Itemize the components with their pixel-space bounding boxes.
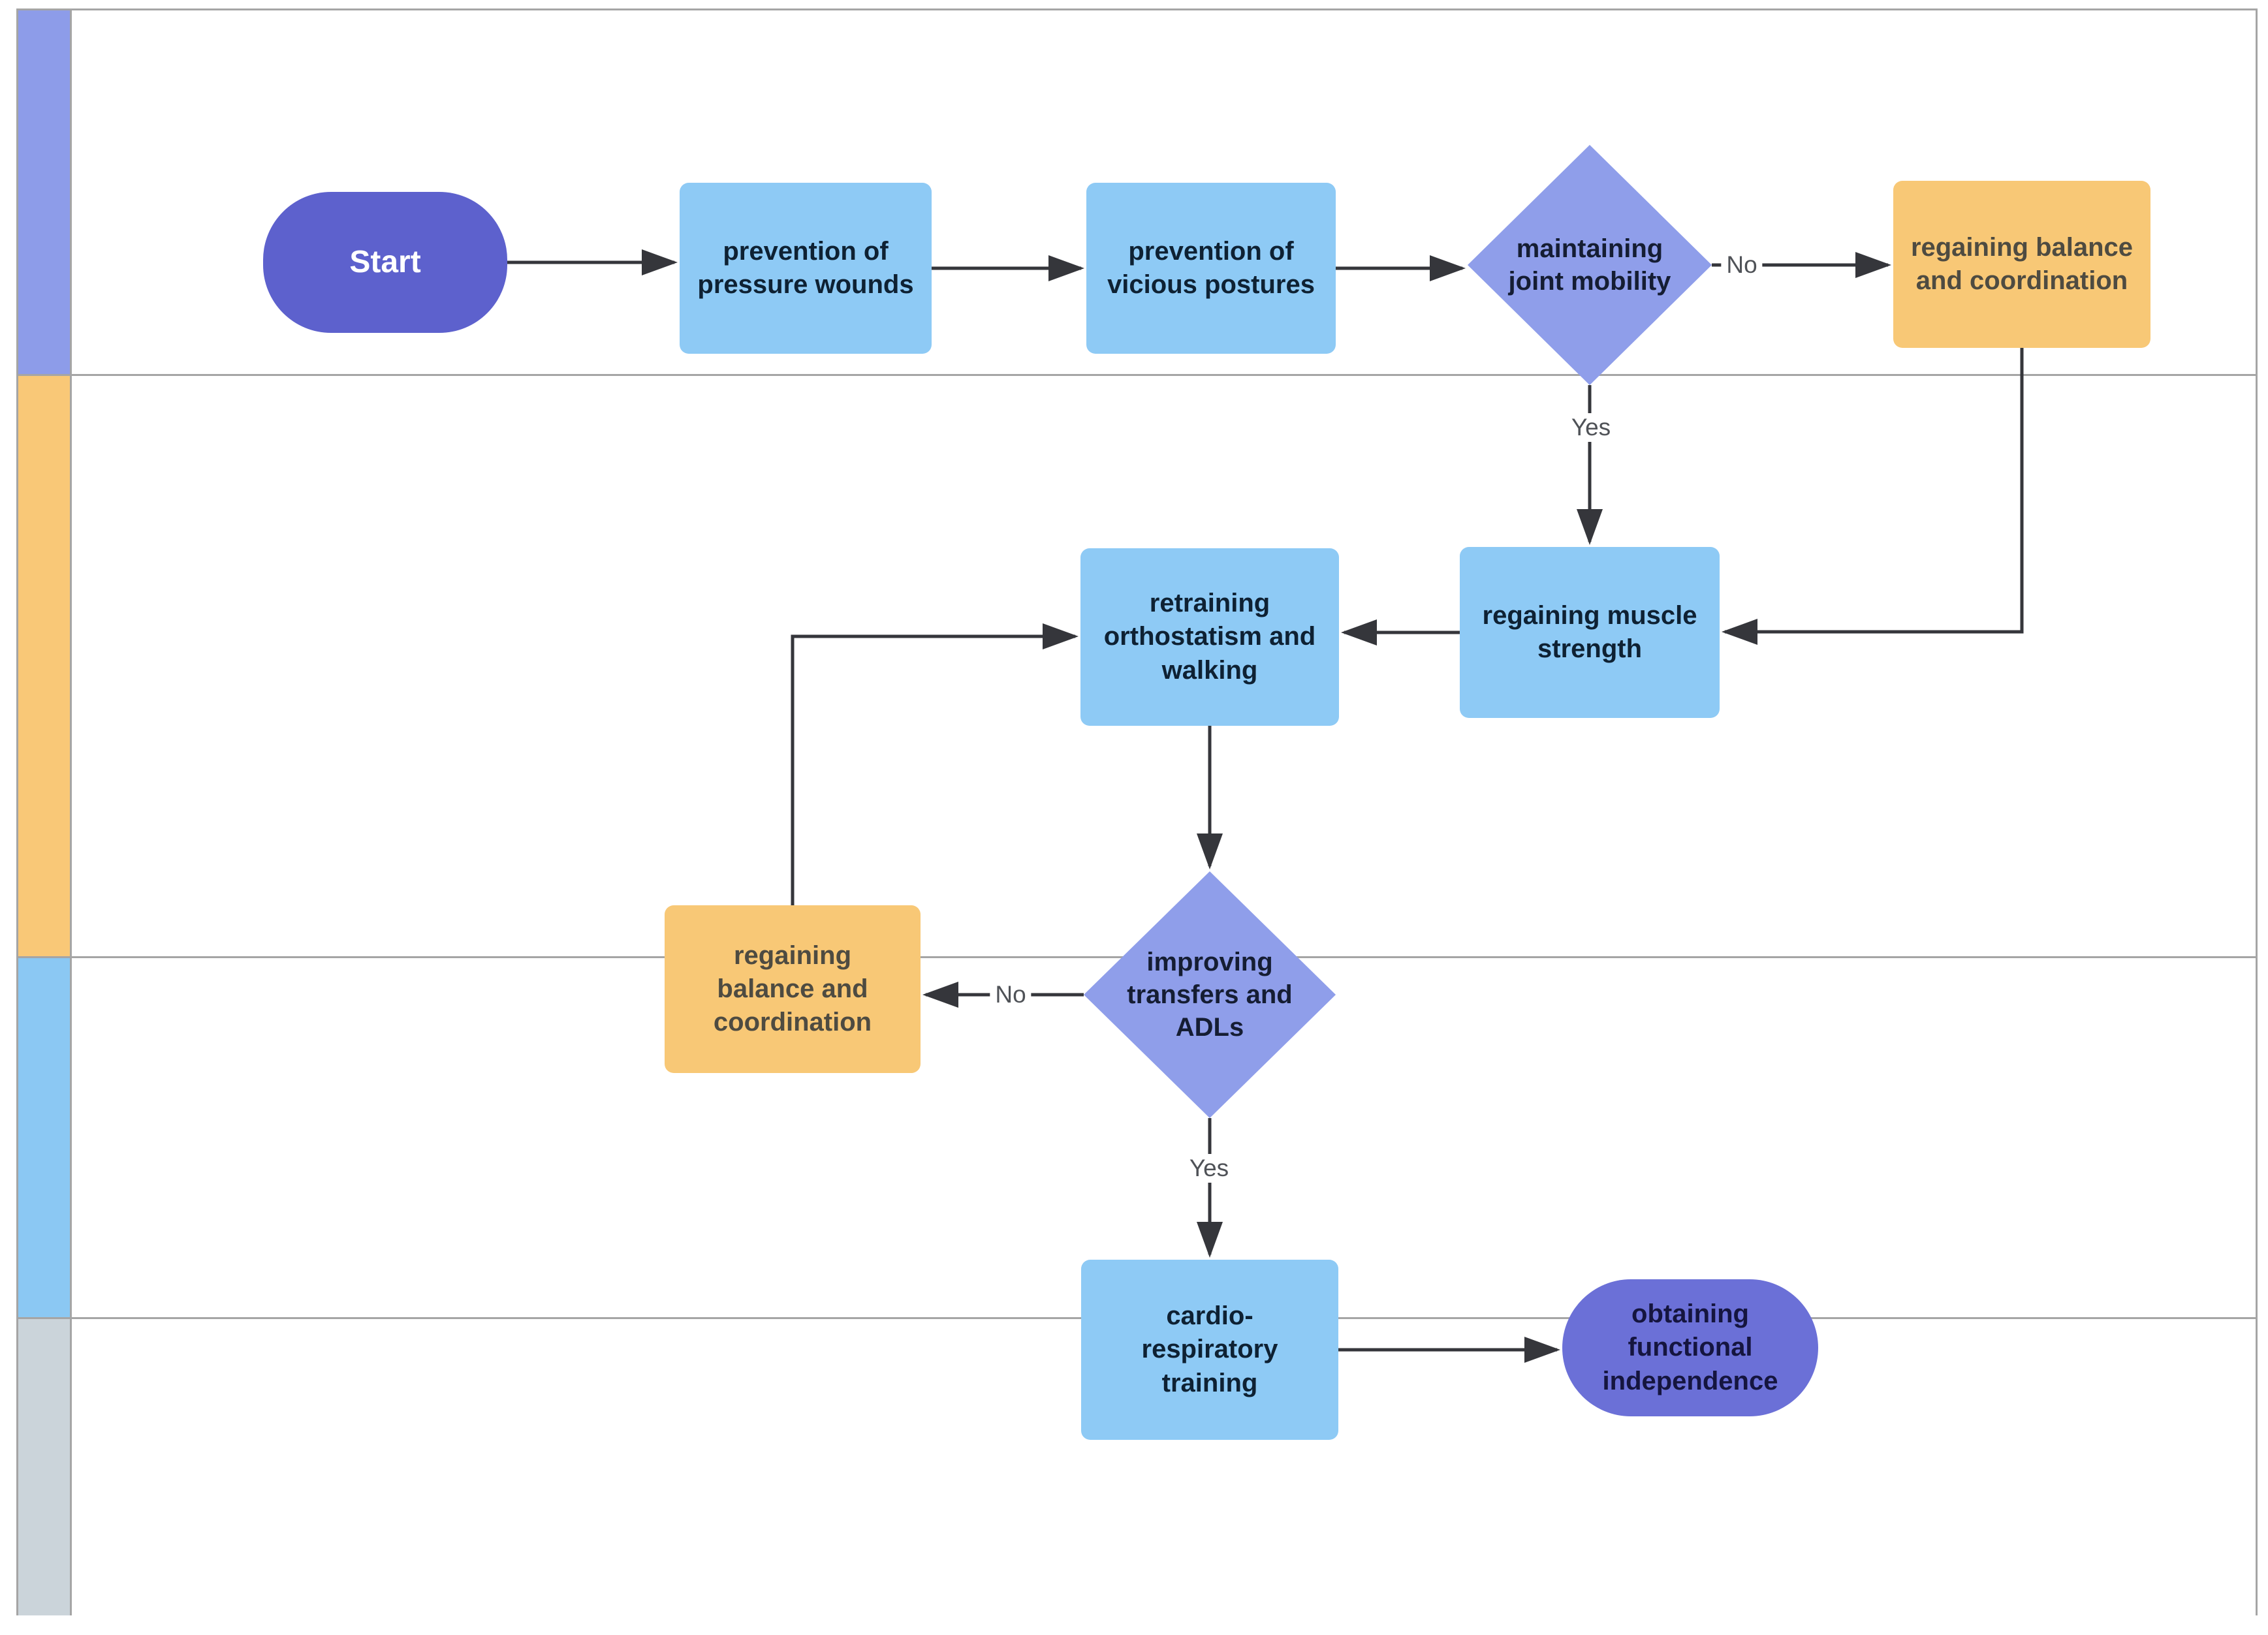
node-regaining-balance-coordination-2-label: regaining balance and coordination bbox=[713, 941, 872, 1037]
node-prevention-pressure-wounds[interactable]: prevention of pressure wounds bbox=[680, 183, 932, 354]
edge-label-no-1: No bbox=[1721, 251, 1763, 279]
swimlane-band-3 bbox=[16, 956, 72, 1317]
lane-divider-line-1 bbox=[16, 374, 2258, 376]
node-regaining-muscle-strength[interactable]: regaining muscle strength bbox=[1460, 547, 1720, 718]
node-improving-transfers-adls[interactable]: improving transfers and ADLs bbox=[1084, 871, 1336, 1118]
swimlane-band-2 bbox=[16, 374, 72, 956]
edge-balance1-to-muscle bbox=[1722, 348, 2024, 645]
node-obtaining-functional-independence[interactable]: obtaining functional independence bbox=[1562, 1279, 1818, 1416]
swimlane-band-4 bbox=[16, 1317, 72, 1615]
node-retraining-orthostatism-walking[interactable]: retraining orthostatism and walking bbox=[1080, 548, 1339, 726]
node-start-label: Start bbox=[349, 245, 421, 280]
node-prevention-vicious-postures[interactable]: prevention of vicious postures bbox=[1086, 183, 1336, 354]
edge-label-no-2: No bbox=[990, 980, 1032, 1009]
node-start[interactable]: Start bbox=[263, 192, 507, 333]
node-cardio-respiratory-training-label: cardio-respiratory training bbox=[1141, 1301, 1278, 1397]
frame-right-line bbox=[2256, 8, 2258, 1615]
node-improving-transfers-adls-label: improving transfers and ADLs bbox=[1127, 948, 1293, 1042]
node-obtaining-functional-independence-label: obtaining functional independence bbox=[1602, 1300, 1778, 1395]
frame-top-line bbox=[16, 8, 2258, 10]
node-regaining-balance-coordination-1-label: regaining balance and coordination bbox=[1910, 232, 2134, 295]
node-regaining-balance-coordination-1[interactable]: regaining balance and coordination bbox=[1893, 181, 2150, 348]
node-prevention-vicious-postures-label: prevention of vicious postures bbox=[1107, 236, 1315, 299]
swimlane-band-1 bbox=[16, 8, 72, 374]
node-prevention-pressure-wounds-label: prevention of pressure wounds bbox=[697, 236, 914, 299]
node-regaining-muscle-strength-label: regaining muscle strength bbox=[1482, 600, 1697, 663]
node-maintaining-joint-mobility-label: maintaining joint mobility bbox=[1508, 234, 1671, 296]
edge-balance2-to-retraining bbox=[791, 623, 1079, 905]
node-cardio-respiratory-training[interactable]: cardio-respiratory training bbox=[1081, 1260, 1338, 1440]
node-maintaining-joint-mobility[interactable]: maintaining joint mobility bbox=[1468, 145, 1712, 385]
edge-label-yes-1: Yes bbox=[1566, 413, 1616, 442]
edge-label-yes-2: Yes bbox=[1184, 1154, 1235, 1183]
node-retraining-orthostatism-walking-label: retraining orthostatism and walking bbox=[1103, 589, 1316, 685]
node-regaining-balance-coordination-2[interactable]: regaining balance and coordination bbox=[665, 905, 921, 1073]
